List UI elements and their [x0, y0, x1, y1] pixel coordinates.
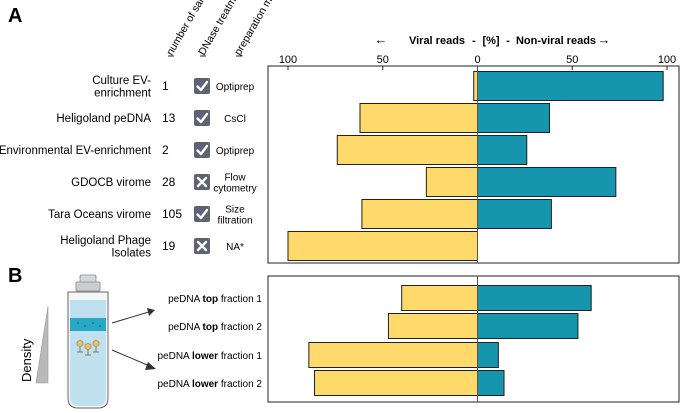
- bar-non-viral: [477, 342, 499, 368]
- bar-non-viral: [477, 103, 551, 133]
- prep-method-label: NA*: [226, 242, 244, 253]
- checkmark-icon: [196, 144, 209, 156]
- x-tick-label: 0: [474, 54, 480, 66]
- arrow-top-fraction: [111, 310, 153, 324]
- panel-b-label: B: [8, 265, 22, 287]
- bar-non-viral: [477, 135, 528, 165]
- category-label: GDOCB virome: [71, 177, 151, 189]
- header-preparation-method: preparation method: [232, 0, 288, 58]
- sample-count: 28: [162, 175, 176, 189]
- prep-method-label: Optiprep: [216, 82, 255, 93]
- category-label: enrichment: [94, 87, 152, 99]
- prep-method-label: CsCl: [224, 114, 246, 125]
- fraction-label: peDNA lower fraction 2: [157, 379, 262, 390]
- x-tick-label: 100: [658, 54, 676, 66]
- phage-particles: [76, 339, 100, 356]
- sample-count: 13: [162, 111, 176, 125]
- panel-a-frame: [267, 65, 680, 264]
- fraction-label: peDNA top fraction 1: [168, 294, 262, 305]
- panel-b-frame: [267, 275, 680, 403]
- bar-non-viral: [477, 313, 579, 339]
- bar-viral: [401, 285, 479, 311]
- category-label: Isolates: [111, 247, 151, 259]
- dnase-box: [194, 110, 210, 126]
- centrifuge-tube: [67, 274, 156, 409]
- sample-count: 2: [162, 143, 169, 157]
- bar-viral: [336, 135, 478, 165]
- panel-b-chart: peDNA top fraction 1 peDNA top fraction 2…: [157, 285, 592, 396]
- bar-viral: [425, 167, 478, 197]
- x-axis-ticks: 100 50 0 50 100: [279, 54, 676, 70]
- fraction-label: peDNA lower fraction 1: [157, 351, 262, 362]
- cross-icon: [196, 240, 208, 252]
- bar-viral: [473, 71, 478, 101]
- prep-method-label: Optiprep: [216, 146, 255, 157]
- checkmark-icon: [196, 208, 209, 220]
- dnase-box: [194, 78, 210, 94]
- bar-viral: [361, 199, 478, 229]
- x-tick-label: 50: [566, 54, 578, 66]
- category-label: Heligoland peDNA: [56, 113, 151, 125]
- dnase-box: [194, 142, 210, 158]
- prep-method-label: filtration: [217, 216, 252, 227]
- cross-icon: [196, 176, 208, 188]
- category-label: Environmental EV-enrichment: [0, 145, 152, 157]
- x-tick-label: 50: [377, 54, 389, 66]
- bar-viral: [314, 370, 478, 396]
- density-label: Density: [19, 338, 34, 382]
- axis-separator-left: -: [472, 35, 476, 47]
- bar-non-viral: [477, 71, 664, 101]
- panel-a-label: A: [8, 5, 22, 27]
- bar-non-viral: [477, 370, 505, 396]
- dnase-box: [194, 206, 210, 222]
- density-illustration: Density: [19, 305, 49, 384]
- bar-viral: [287, 231, 478, 261]
- category-label: Culture EV-: [92, 75, 151, 87]
- sample-count: 19: [162, 239, 176, 253]
- tube-cap: [75, 281, 101, 292]
- arrow-lower-fraction: [111, 349, 153, 368]
- checkmark-icon: [196, 80, 209, 92]
- axis-non-viral-label: Non-viral reads: [516, 35, 596, 47]
- tube-top-band: [70, 318, 106, 331]
- axis-separator-right: -: [506, 35, 510, 47]
- bar-non-viral: [477, 167, 617, 197]
- bar-viral: [308, 342, 478, 368]
- bar-non-viral: [477, 199, 552, 229]
- density-wedge: [35, 305, 49, 384]
- bar-viral: [359, 103, 479, 133]
- prep-method-label: Size: [225, 205, 245, 216]
- category-label: Heligoland Phage: [60, 235, 151, 247]
- prep-method-label: cytometry: [213, 184, 256, 195]
- axis-unit: [%]: [482, 35, 499, 47]
- axis-right-arrow: →: [598, 32, 611, 47]
- bar-non-viral: [477, 285, 592, 311]
- prep-method-label: Flow: [224, 173, 246, 184]
- x-tick-label: 100: [279, 54, 297, 66]
- category-label: Tara Oceans virome: [48, 209, 151, 221]
- fraction-label: peDNA top fraction 2: [168, 322, 262, 333]
- sample-count: 105: [162, 207, 182, 221]
- bar-viral: [387, 313, 478, 339]
- axis-left-arrow: ←: [375, 32, 388, 47]
- axis-viral-label: Viral reads: [409, 35, 465, 47]
- checkmark-icon: [196, 112, 209, 124]
- sample-count: 1: [162, 79, 169, 93]
